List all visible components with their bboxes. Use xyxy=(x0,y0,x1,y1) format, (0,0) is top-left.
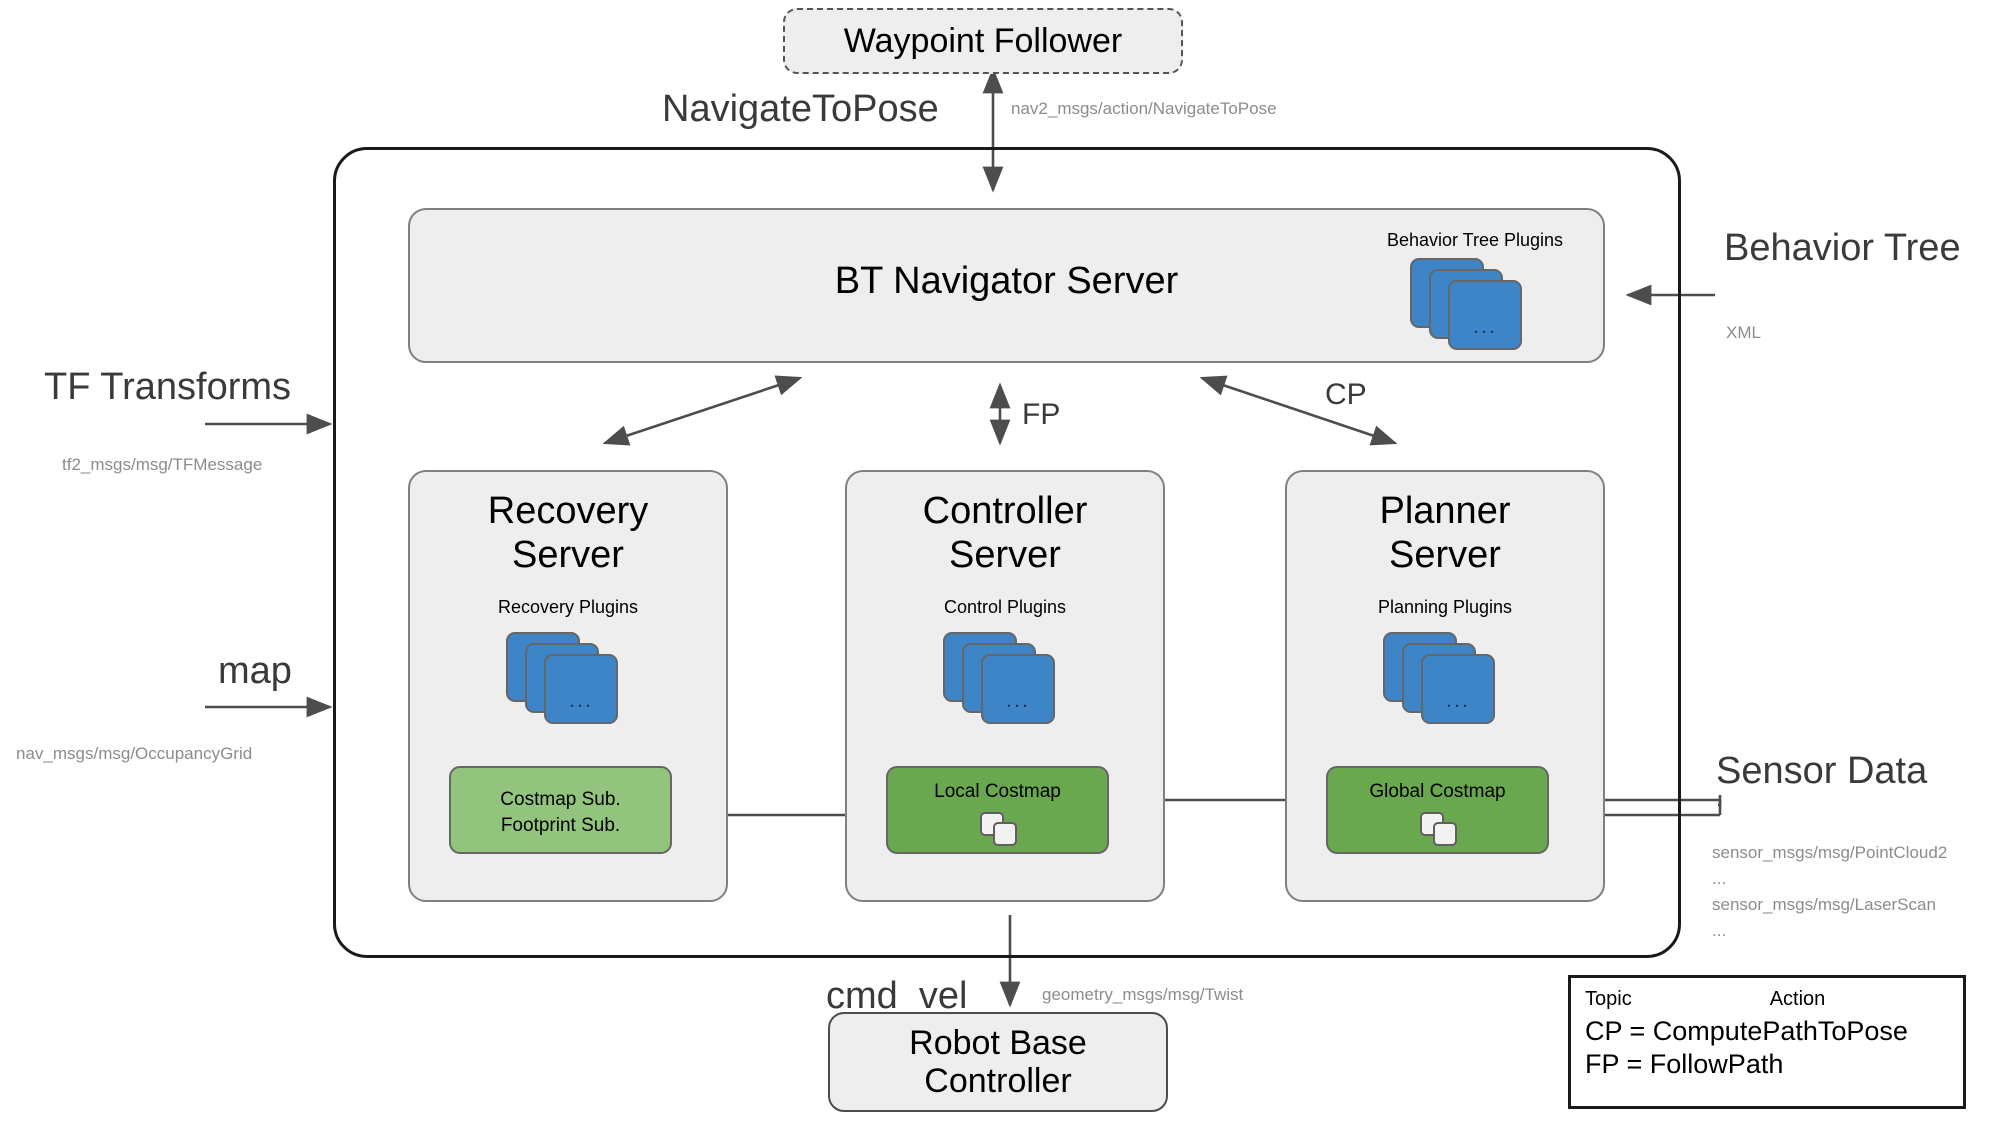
bt-navigator-title: BT Navigator Server xyxy=(834,260,1179,302)
local-costmap-block[interactable]: Local Costmap xyxy=(886,766,1109,854)
planner-server-title-line2: Server xyxy=(1389,534,1501,576)
navigate-to-pose-msg-type: nav2_msgs/action/NavigateToPose xyxy=(1011,99,1277,118)
plugin-card-ellipsis: ... xyxy=(1005,687,1031,712)
plugin-card-ellipsis: ... xyxy=(1472,313,1498,338)
behavior-tree-msg-type: XML xyxy=(1726,323,1761,342)
legend-fp-definition: FP = FollowPath xyxy=(1585,1048,1784,1079)
plugin-card-front: ... xyxy=(981,654,1055,724)
waypoint-follower-node[interactable]: Waypoint Follower xyxy=(783,8,1183,74)
controller-server-panel[interactable]: Controller Server Control Plugins ... Lo… xyxy=(845,470,1165,902)
robot-base-controller-node[interactable]: Robot Base Controller xyxy=(828,1012,1168,1112)
behavior-tree-label: Behavior Tree xyxy=(1724,227,1961,269)
controller-server-title-line2: Server xyxy=(949,534,1061,576)
robot-base-controller-line2: Controller xyxy=(924,1062,1072,1100)
sensor-data-label: Sensor Data xyxy=(1716,750,1928,792)
costmap-layers-icon xyxy=(980,812,1026,848)
bt-navigator-panel[interactable]: BT Navigator Server Behavior Tree Plugin… xyxy=(408,208,1605,363)
tf-transforms-msg-type: tf2_msgs/msg/TFMessage xyxy=(62,455,263,474)
planner-plugin-stack[interactable]: ... xyxy=(1383,632,1513,732)
map-msg-type: nav_msgs/msg/OccupancyGrid xyxy=(16,744,253,763)
recovery-costmap-sub-line1: Costmap Sub. xyxy=(500,789,621,810)
recovery-footprint-sub-line2: Footprint Sub. xyxy=(500,815,621,836)
recovery-server-panel[interactable]: Recovery Server Recovery Plugins ... Cos… xyxy=(408,470,728,902)
planner-server-title-line1: Planner xyxy=(1379,490,1511,532)
legend-topic-label: Topic xyxy=(1585,988,1632,1010)
controller-server-title-line1: Controller xyxy=(922,490,1088,532)
global-costmap-block[interactable]: Global Costmap xyxy=(1326,766,1549,854)
robot-base-controller-line1: Robot Base xyxy=(909,1023,1087,1062)
map-label: map xyxy=(218,650,292,692)
tf-transforms-label: TF Transforms xyxy=(44,366,292,408)
bt-navigator-plugins-caption: Behavior Tree Plugins xyxy=(1386,230,1564,250)
sensor-msg-type-2: sensor_msgs/msg/LaserScan xyxy=(1712,895,1936,914)
legend-cp-definition: CP = ComputePathToPose xyxy=(1585,1016,1908,1046)
legend-action-label: Action xyxy=(1769,988,1826,1010)
sensor-msg-ellipsis-1: ... xyxy=(1712,869,1727,888)
control-plugins-caption: Control Plugins xyxy=(943,597,1067,617)
nav2-stack-frame xyxy=(333,147,1681,958)
plugin-card-front: ... xyxy=(544,654,618,724)
controller-plugin-stack[interactable]: ... xyxy=(943,632,1073,732)
recovery-server-title-line1: Recovery xyxy=(487,490,649,532)
sensor-msg-type-0: sensor_msgs/msg/PointCloud2 xyxy=(1712,843,1948,862)
legend-row-symbols: Topic Action xyxy=(1571,978,1963,1013)
costmap-layers-icon xyxy=(1420,812,1466,848)
planner-server-panel[interactable]: Planner Server Planning Plugins ... Glob… xyxy=(1285,470,1605,902)
navigate-to-pose-label: NavigateToPose xyxy=(662,88,939,130)
recovery-costmap-sub-block[interactable]: Costmap Sub. Footprint Sub. xyxy=(449,766,672,854)
edge-label-cp: CP xyxy=(1325,378,1367,411)
cmd-vel-msg-type: geometry_msgs/msg/Twist xyxy=(1042,985,1244,1004)
behavior-tree-plugin-stack[interactable]: ... xyxy=(1410,258,1540,350)
recovery-plugin-stack[interactable]: ... xyxy=(506,632,636,732)
legend-box: Topic Action CP = ComputePathToPose FP =… xyxy=(1568,975,1966,1109)
legend-definitions: CP = ComputePathToPose FP = FollowPath xyxy=(1571,1013,1963,1089)
recovery-server-title-line2: Server xyxy=(512,534,624,576)
waypoint-follower-label: Waypoint Follower xyxy=(843,21,1123,60)
sensor-msg-ellipsis-3: ... xyxy=(1712,921,1727,940)
plugin-card-front: ... xyxy=(1448,280,1522,350)
local-costmap-label: Local Costmap xyxy=(934,781,1061,802)
plugin-card-ellipsis: ... xyxy=(568,687,594,712)
global-costmap-label: Global Costmap xyxy=(1369,781,1506,802)
plugin-card-ellipsis: ... xyxy=(1445,687,1471,712)
recovery-plugins-caption: Recovery Plugins xyxy=(497,597,639,617)
arrow-bt-to-recovery xyxy=(602,375,803,446)
plugin-card-front: ... xyxy=(1421,654,1495,724)
cmd-vel-label: cmd_vel xyxy=(826,975,968,1017)
arrow-bt-to-planner xyxy=(1199,375,1398,446)
edge-label-fp: FP xyxy=(1022,398,1061,431)
planning-plugins-caption: Planning Plugins xyxy=(1377,597,1513,617)
